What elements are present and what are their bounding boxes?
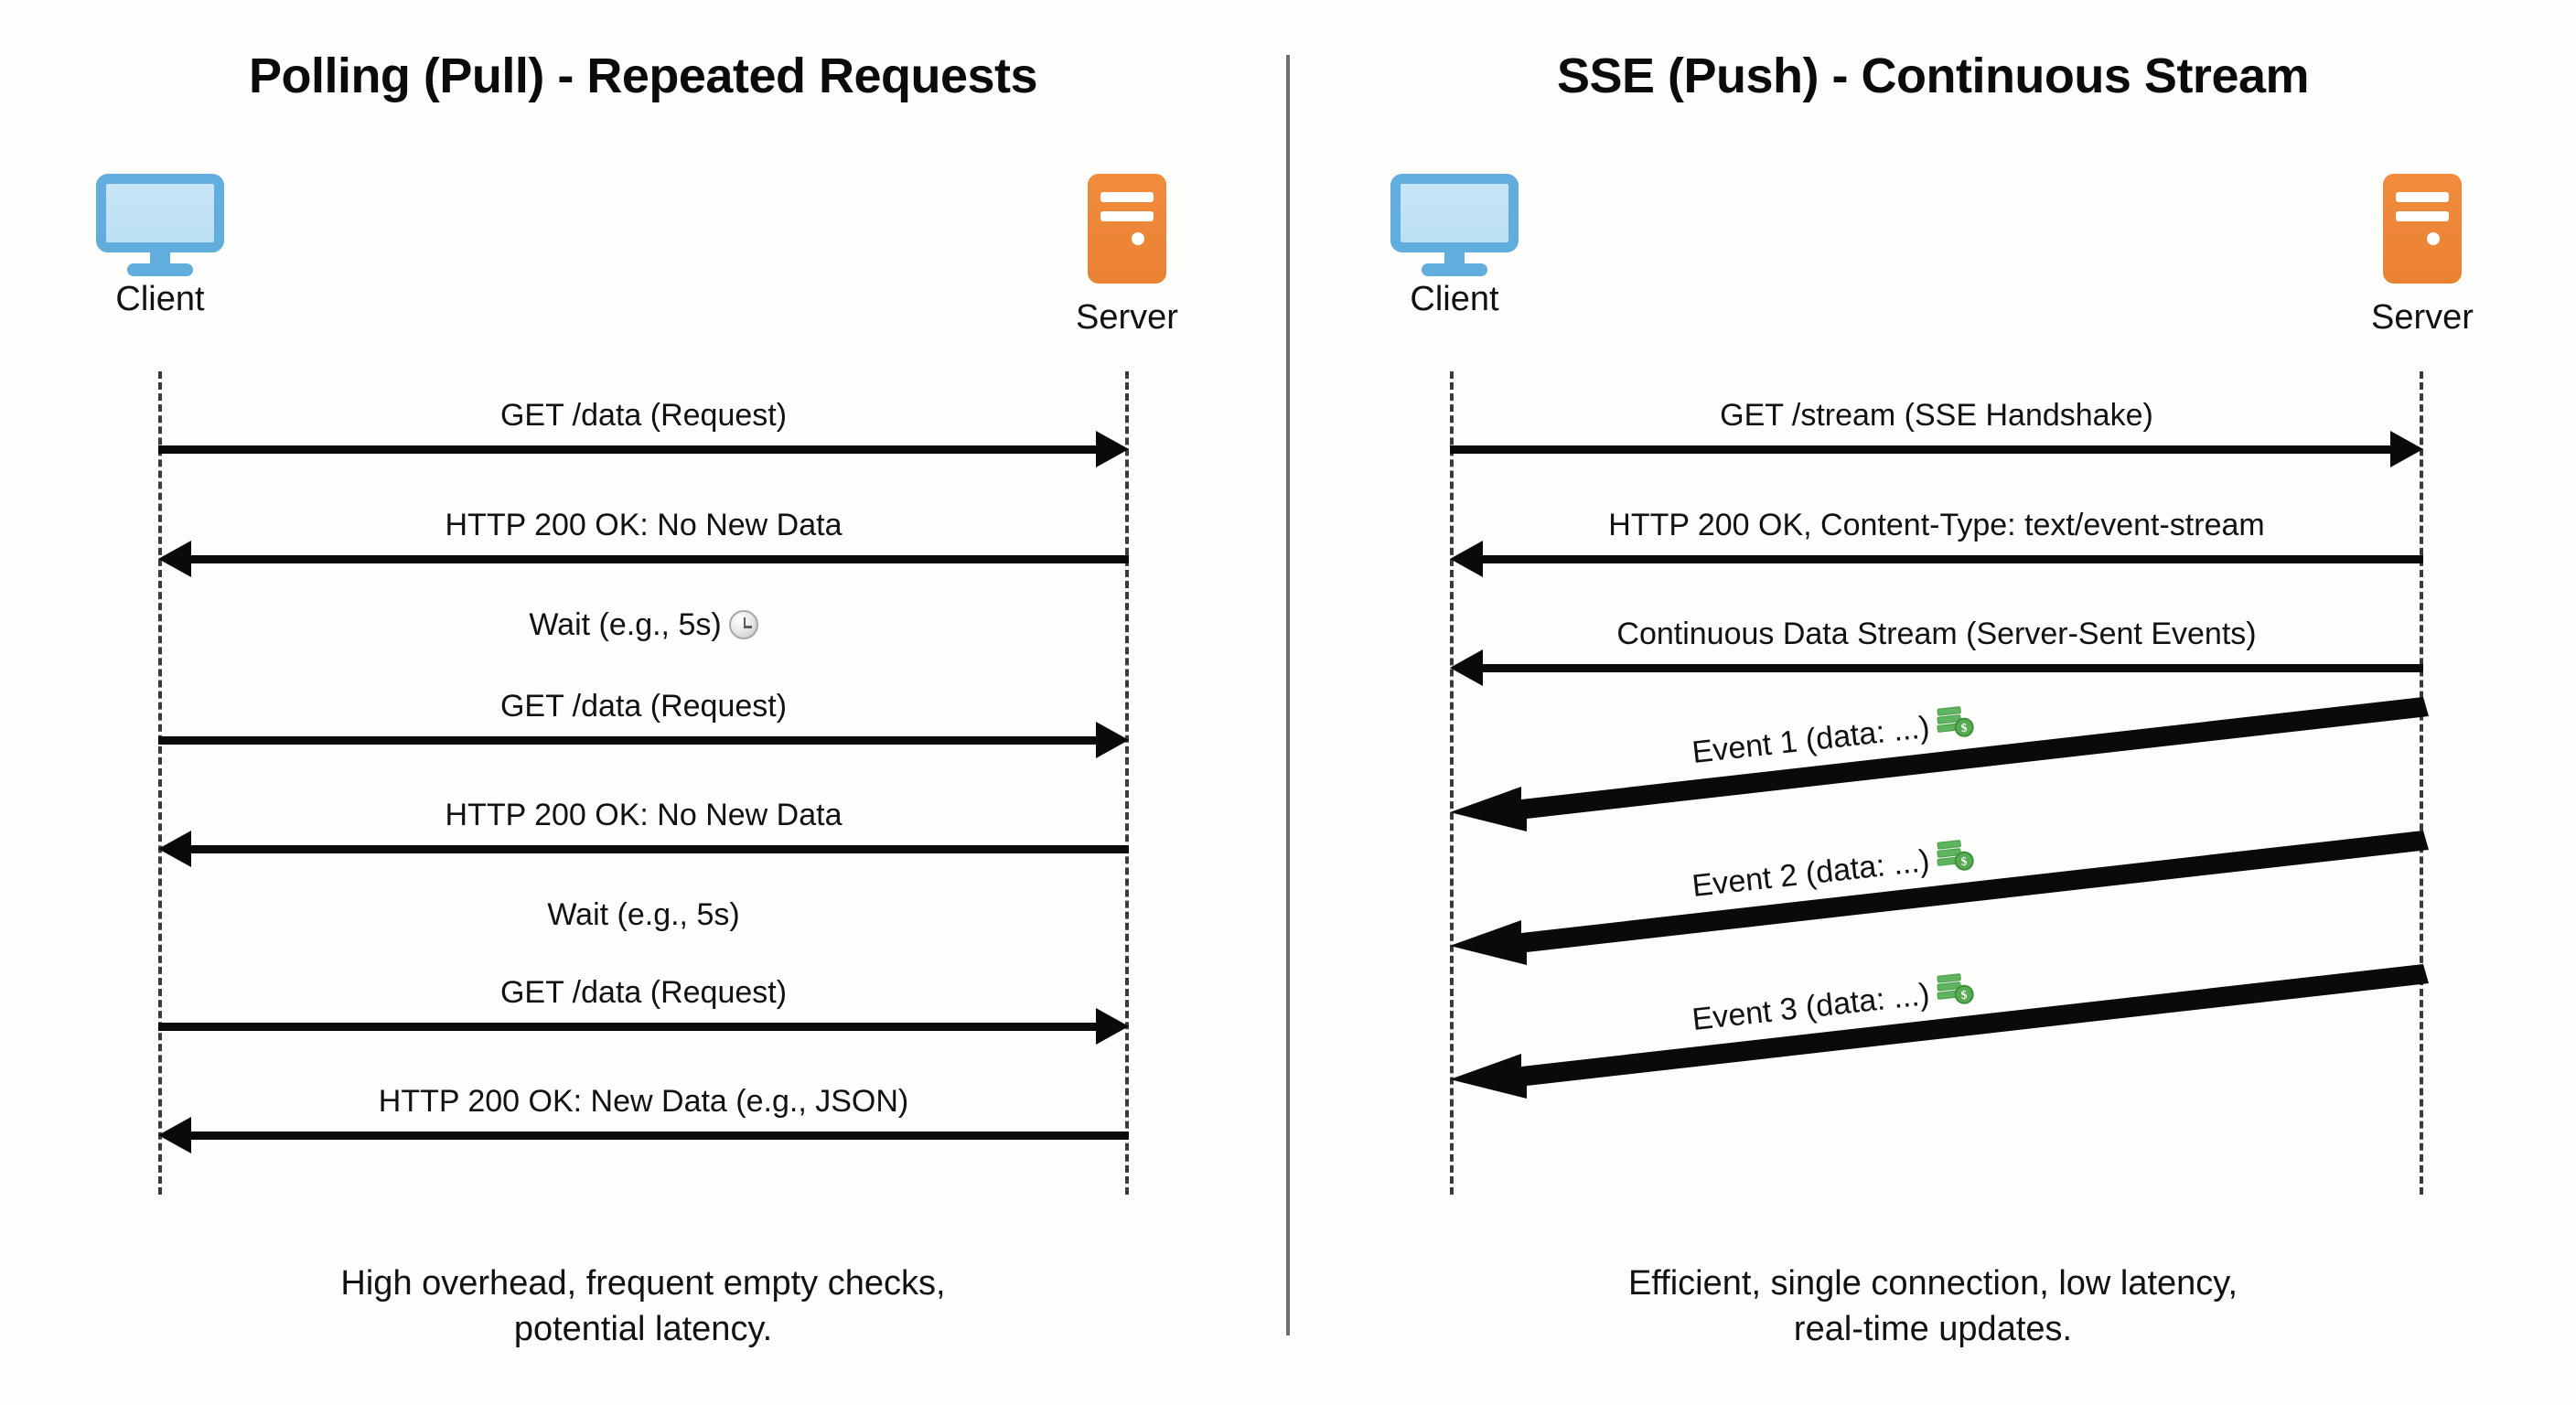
actor-server-sse: Server bbox=[2322, 174, 2523, 338]
caption-line-2: potential latency. bbox=[513, 1310, 773, 1349]
money-icon: $ bbox=[1935, 705, 1975, 740]
message-label: Continuous Data Stream (Server-Sent Even… bbox=[1616, 617, 2257, 651]
stream-arrow bbox=[1450, 955, 2433, 1101]
server-tower-icon bbox=[2383, 174, 2462, 284]
clock-icon bbox=[728, 610, 758, 639]
monitor-icon bbox=[96, 174, 224, 276]
message-label: GET /data (Request) bbox=[499, 398, 788, 433]
message-label: HTTP 200 OK, Content-Type: text/event-st… bbox=[1608, 508, 2265, 542]
actor-client-sse: Client bbox=[1354, 174, 1555, 319]
lifeline-client-sse bbox=[1450, 371, 1454, 1195]
message-label: HTTP 200 OK: No New Data bbox=[445, 508, 843, 542]
caption-line-2: real-time updates. bbox=[1793, 1310, 2073, 1349]
caption-polling: High overhead, frequent empty checks, po… bbox=[0, 1260, 1286, 1352]
note-label: Wait (e.g., 5s) bbox=[547, 897, 740, 932]
panel-title-polling: Polling (Pull) - Repeated Requests bbox=[248, 48, 1038, 103]
panel-title-sse: SSE (Push) - Continuous Stream bbox=[1556, 48, 2310, 103]
panel-sse: SSE (Push) - Continuous Stream Client Se… bbox=[1290, 0, 2576, 1405]
lifeline-server-polling bbox=[1125, 371, 1129, 1195]
message-label: GET /stream (SSE Handshake) bbox=[1720, 398, 2153, 433]
note-wait: Wait (e.g., 5s) bbox=[158, 897, 1129, 933]
monitor-icon bbox=[1390, 174, 1519, 276]
panel-polling: Polling (Pull) - Repeated Requests Clien… bbox=[0, 0, 1286, 1405]
actor-label-client: Client bbox=[115, 280, 205, 318]
note-label: Wait (e.g., 5s) bbox=[529, 607, 722, 642]
stream-arrow bbox=[1450, 821, 2433, 968]
actor-label-client: Client bbox=[1410, 280, 1499, 318]
caption-line-1: Efficient, single connection, low latenc… bbox=[1627, 1264, 2238, 1303]
message-label: HTTP 200 OK: No New Data bbox=[445, 798, 843, 832]
actor-label-server: Server bbox=[2371, 298, 2474, 337]
money-icon: $ bbox=[1935, 839, 1975, 874]
actor-server-polling: Server bbox=[1026, 174, 1228, 338]
money-icon: $ bbox=[1935, 972, 1975, 1007]
stream-arrow bbox=[1450, 688, 2433, 834]
panel-divider bbox=[1286, 55, 1290, 1335]
note-wait: Wait (e.g., 5s) bbox=[158, 607, 1129, 643]
actor-client-polling: Client bbox=[59, 174, 261, 319]
server-tower-icon bbox=[1088, 174, 1166, 284]
lifeline-client-polling bbox=[158, 371, 162, 1195]
caption-sse: Efficient, single connection, low latenc… bbox=[1290, 1260, 2576, 1352]
message-label: HTTP 200 OK: New Data (e.g., JSON) bbox=[378, 1084, 909, 1119]
actor-label-server: Server bbox=[1076, 298, 1178, 337]
message-label: GET /data (Request) bbox=[499, 975, 788, 1010]
lifeline-server-sse bbox=[2420, 371, 2423, 1195]
caption-line-1: High overhead, frequent empty checks, bbox=[340, 1264, 946, 1303]
message-label: GET /data (Request) bbox=[499, 689, 788, 724]
